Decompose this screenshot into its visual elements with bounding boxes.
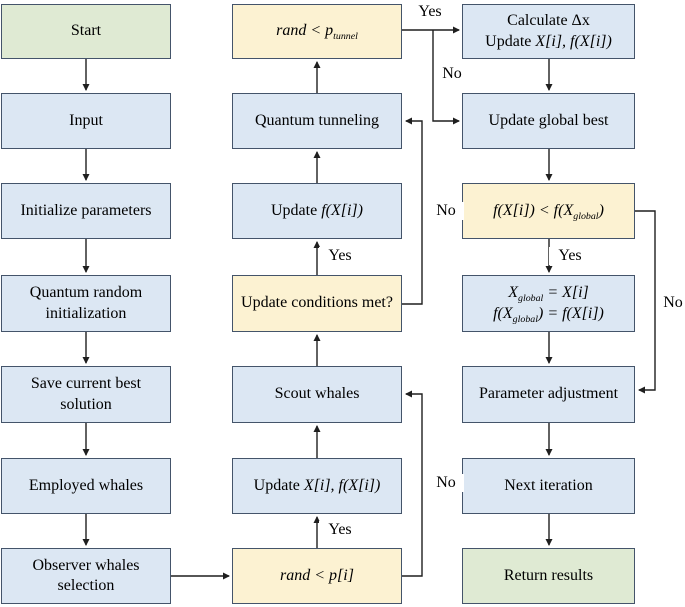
node-input-label: Input [69, 111, 103, 129]
node-input: Input [1, 93, 171, 149]
node-update-fxi: Update f(X[i]) [232, 183, 402, 239]
arrow-f-compare-no-to-parameter [635, 210, 656, 394]
node-f-compare-label: f(X[i]) < f(Xglobal) [493, 201, 604, 222]
label-update-conditions-yes: Yes [319, 247, 361, 265]
node-initialize-parameters-label: Initialize parameters [20, 201, 152, 219]
node-rand-pi-label: rand < p[i] [280, 566, 354, 584]
node-quantum-tunneling: Quantum tunneling [232, 93, 402, 149]
label-tunnel-yes: Yes [408, 3, 452, 21]
arrow-rand-pi-no-to-scout [402, 390, 423, 577]
label-f-compare-no: No [657, 294, 685, 312]
node-update-conditions-met-label: Update conditions met? [241, 294, 393, 312]
node-assign-global-label: Xglobal = X[i]f(Xglobal) = f(X[i]) [493, 284, 604, 325]
node-employed-whales: Employed whales [1, 458, 171, 514]
node-return-results-label: Return results [503, 566, 594, 584]
node-update-global-best-label: Update global best [488, 111, 609, 129]
node-start: Start [1, 4, 171, 59]
arrow-rand-tunnel-no-to-update-global [432, 30, 460, 125]
node-start-label: Start [70, 22, 102, 40]
node-update-xi-fxi-label: Update X[i], f(X[i]) [253, 476, 381, 494]
arrow-update-conditions-no-to-quantum-tunneling [402, 117, 423, 305]
node-parameter-adjustment-label: Parameter adjustment [478, 385, 619, 403]
label-rand-pi-no: No [428, 474, 464, 492]
label-update-conditions-no: No [428, 202, 464, 220]
node-quantum-tunneling-label: Quantum tunneling [255, 111, 379, 129]
node-next-iteration-label: Next iteration [504, 476, 593, 494]
node-scout-whales: Scout whales [232, 366, 402, 423]
node-initialize-parameters: Initialize parameters [1, 183, 171, 239]
node-update-xi-fxi: Update X[i], f(X[i]) [232, 458, 402, 514]
node-rand-p-tunnel-label: rand < ptunnel [276, 22, 358, 43]
node-update-global-best: Update global best [462, 93, 635, 149]
node-rand-pi: rand < p[i] [232, 548, 402, 604]
label-tunnel-no: No [434, 65, 470, 83]
node-f-compare: f(X[i]) < f(Xglobal) [462, 183, 635, 239]
node-next-iteration: Next iteration [462, 458, 635, 514]
label-f-compare-yes: Yes [549, 247, 591, 265]
node-update-conditions-met: Update conditions met? [232, 275, 402, 332]
node-scout-whales-label: Scout whales [274, 385, 360, 403]
node-assign-global: Xglobal = X[i]f(Xglobal) = f(X[i]) [462, 275, 635, 332]
node-return-results: Return results [462, 548, 635, 604]
node-parameter-adjustment: Parameter adjustment [462, 366, 635, 423]
node-rand-p-tunnel: rand < ptunnel [232, 4, 402, 59]
label-rand-pi-yes: Yes [319, 521, 361, 539]
node-employed-whales-label: Employed whales [28, 476, 144, 494]
node-update-fxi-label: Update f(X[i]) [271, 201, 363, 219]
